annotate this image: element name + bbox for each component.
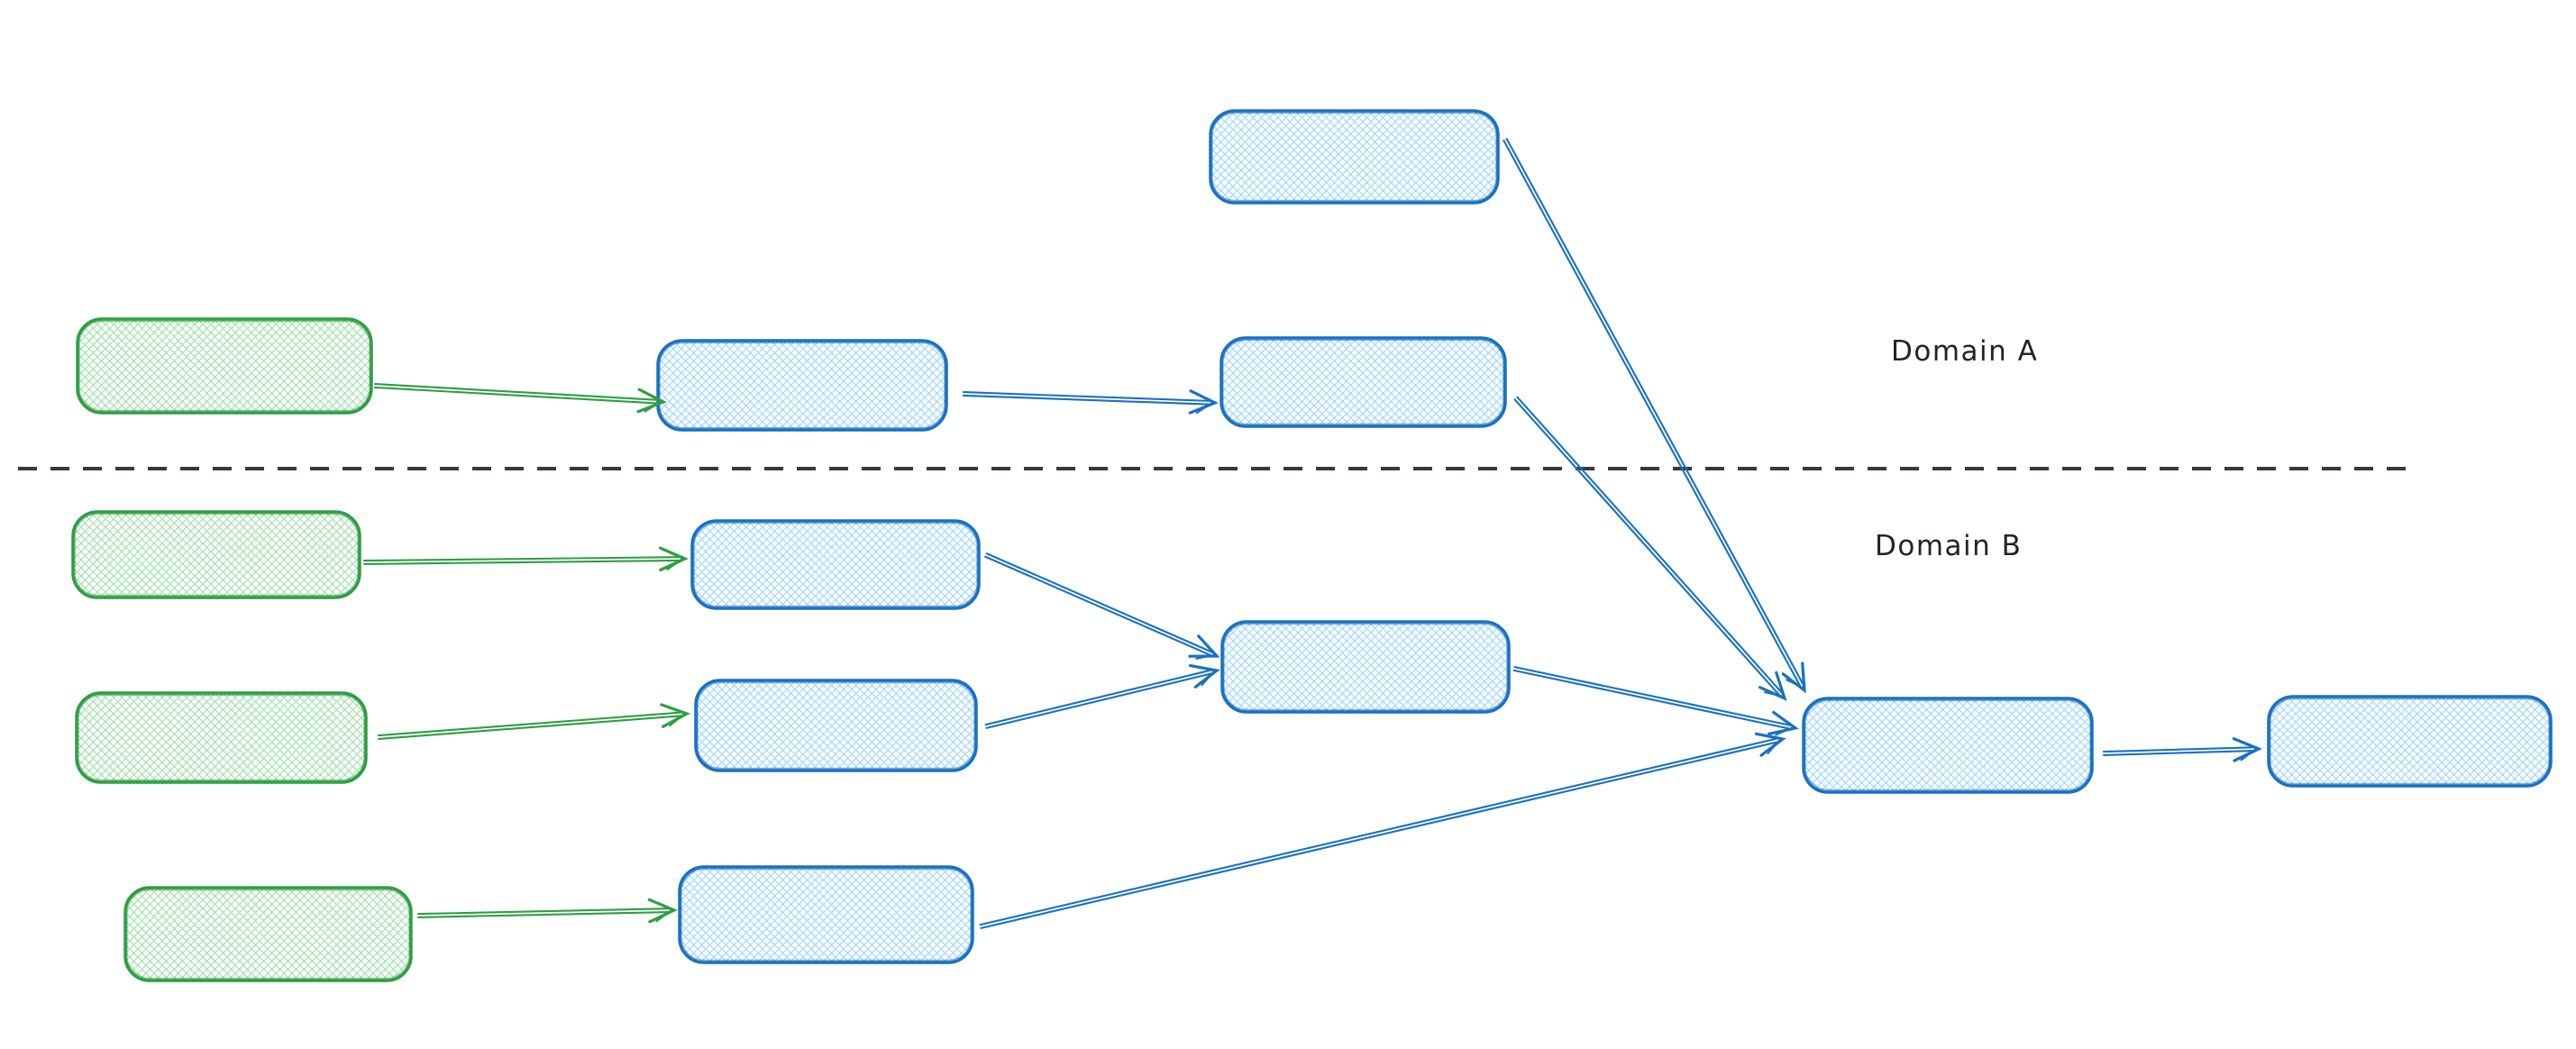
node-blue-merge[interactable] <box>1802 697 2094 794</box>
arrow-blue-b2-to-b-merge[interactable] <box>984 664 1220 729</box>
node-blue-b-merge[interactable] <box>1220 620 1511 714</box>
arrow-blue-a1-to-blue-a2[interactable] <box>962 389 1219 415</box>
node-blue-b3[interactable] <box>678 865 974 964</box>
node-green-2[interactable] <box>71 510 361 599</box>
arrow-blue-b1-to-b-merge[interactable] <box>984 552 1220 660</box>
arrow-green-4-to-blue-b3[interactable] <box>416 898 678 924</box>
arrow-blue-b-merge-to-merge[interactable] <box>1512 666 1799 736</box>
arrow-green-1-to-blue-a1[interactable] <box>373 383 667 414</box>
node-green-1[interactable] <box>76 317 373 415</box>
arrow-blue-top-to-merge[interactable] <box>1503 138 1806 694</box>
domain-b-label[interactable]: Domain B <box>1875 530 2023 562</box>
node-blue-b2[interactable] <box>694 679 978 772</box>
node-blue-a2[interactable] <box>1219 336 1507 428</box>
node-blue-final[interactable] <box>2267 695 2553 788</box>
domain-a-label[interactable]: Domain A <box>1891 335 2039 368</box>
node-green-4[interactable] <box>123 886 413 982</box>
node-blue-a1[interactable] <box>656 339 948 432</box>
arrow-blue-merge-to-final[interactable] <box>2102 737 2262 762</box>
arrow-blue-b3-to-merge[interactable] <box>979 732 1786 929</box>
node-green-3[interactable] <box>75 691 368 784</box>
arrow-blue-a2-to-merge[interactable] <box>1513 396 1787 701</box>
arrow-green-2-to-blue-b1[interactable] <box>362 546 689 572</box>
arrow-green-3-to-blue-b2[interactable] <box>377 703 690 740</box>
node-blue-b1[interactable] <box>690 519 981 610</box>
node-blue-top[interactable] <box>1209 109 1500 205</box>
